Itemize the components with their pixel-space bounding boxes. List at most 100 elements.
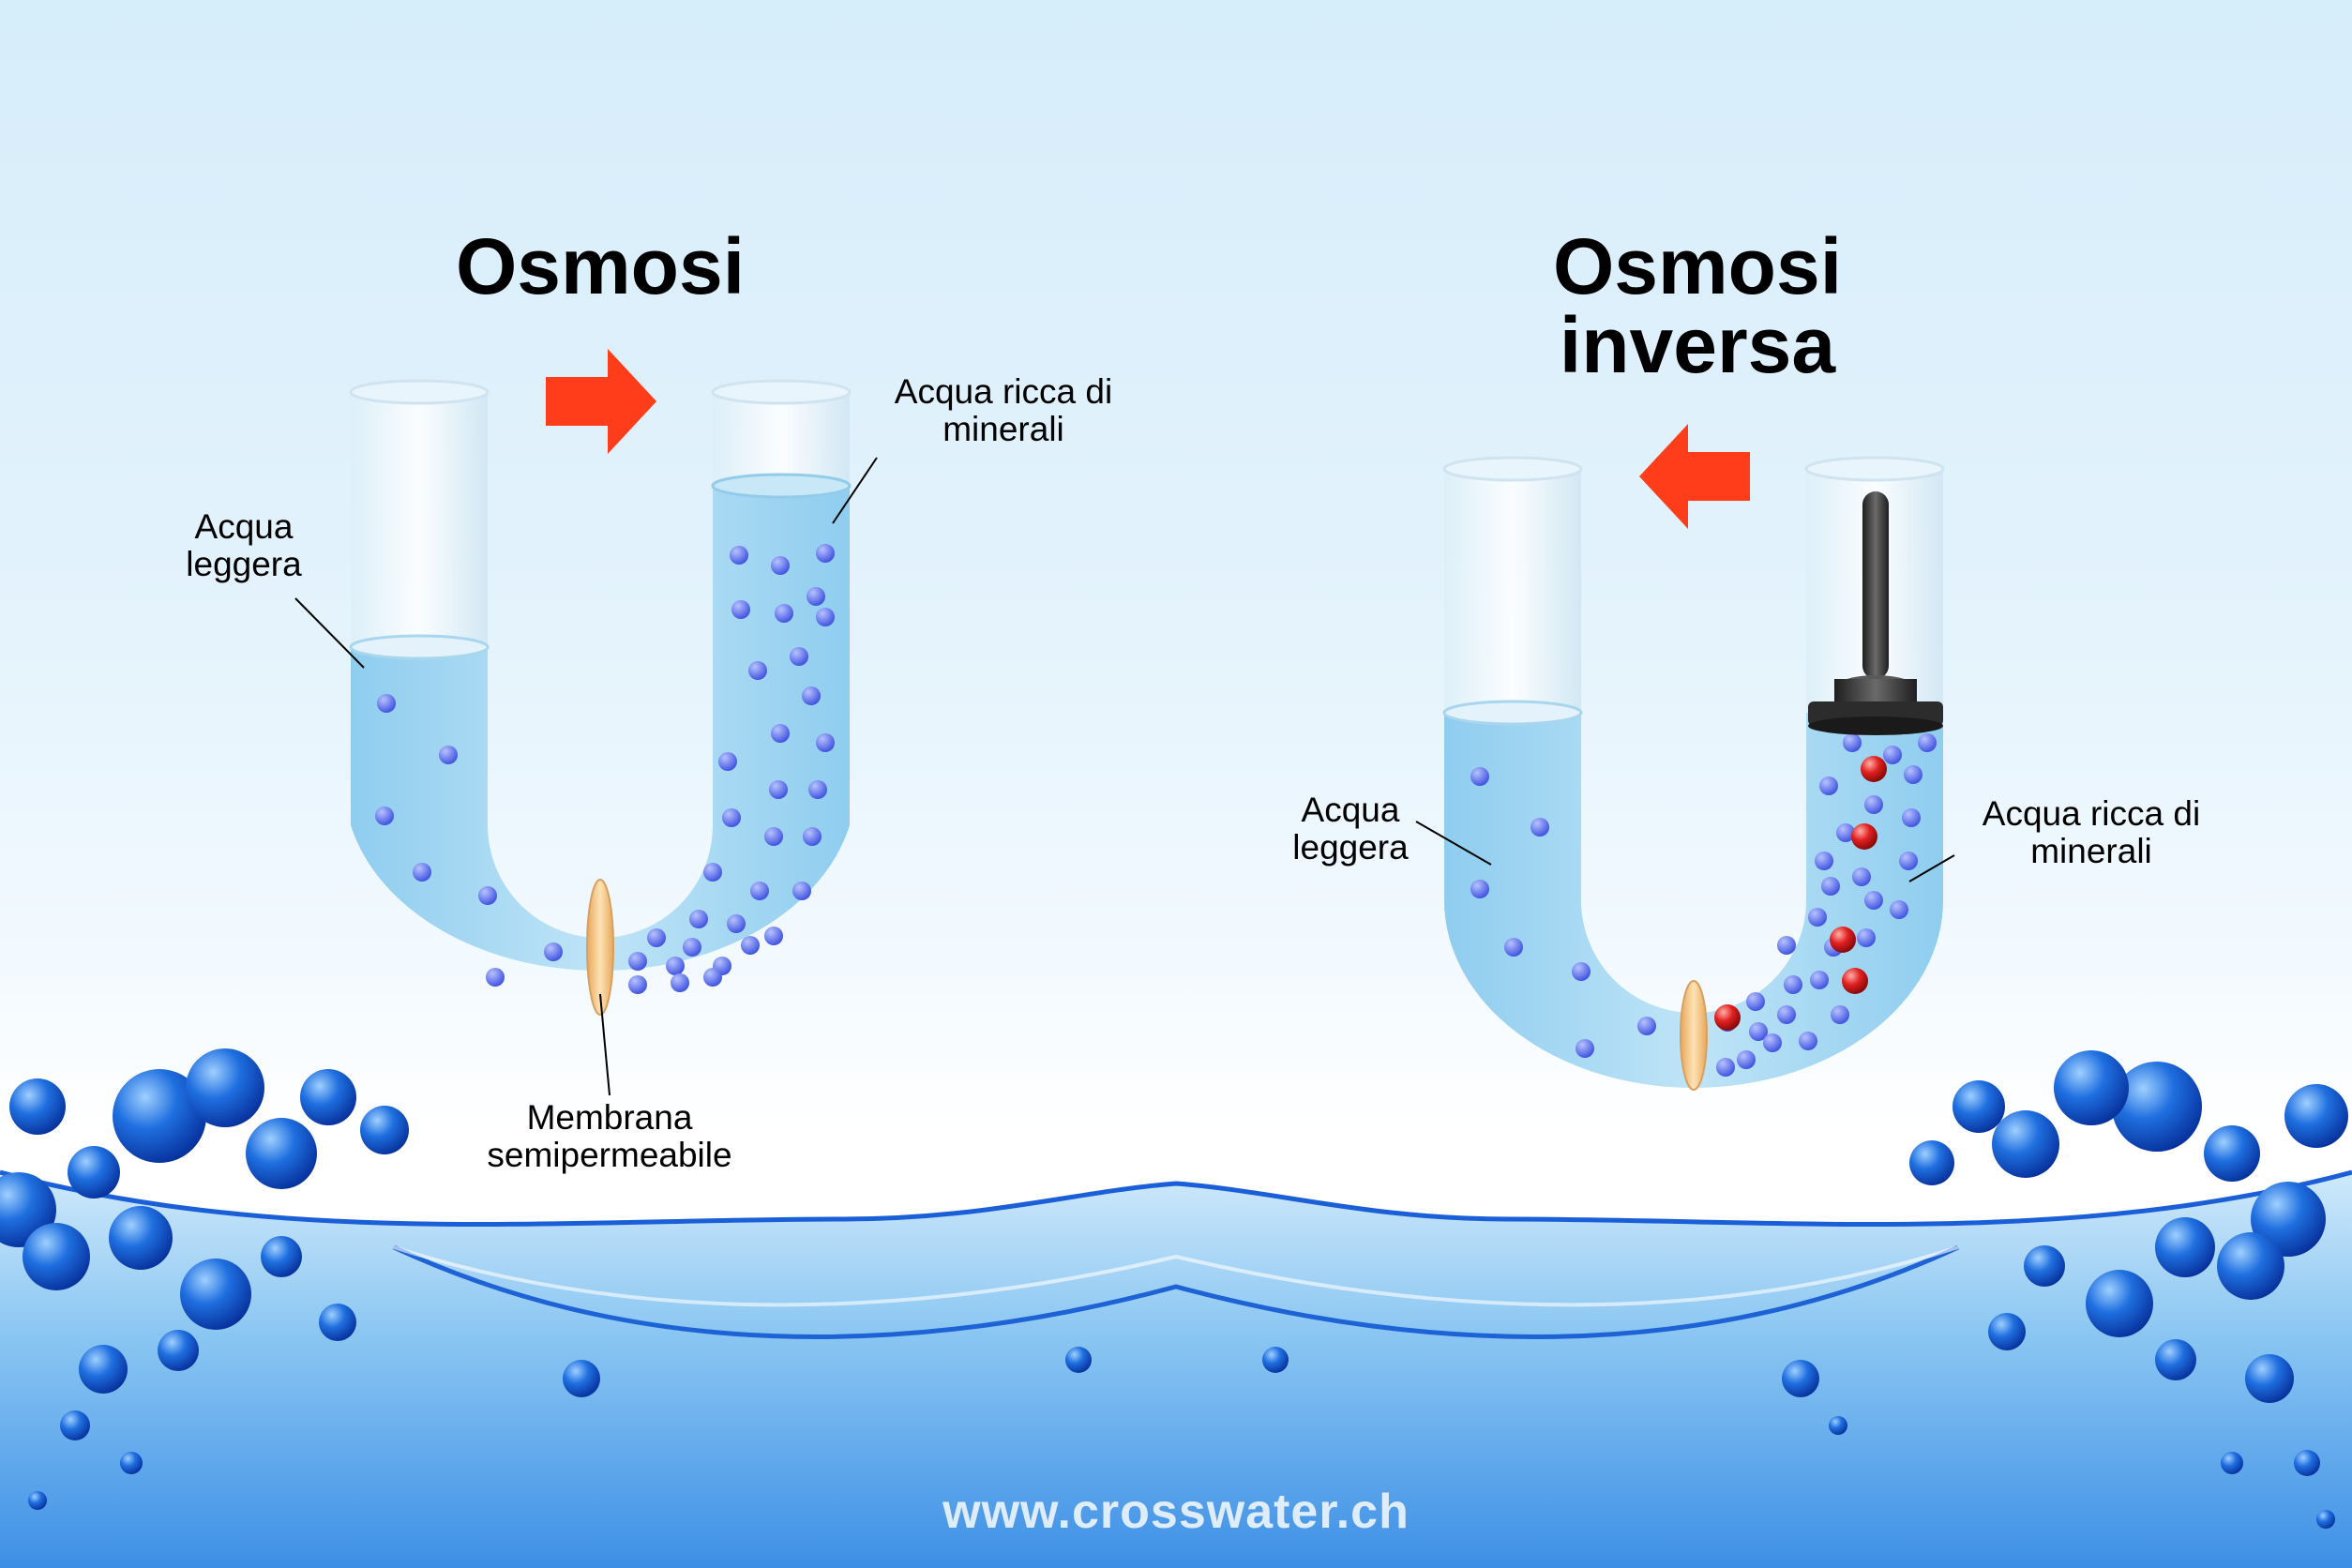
water-bubble — [9, 1078, 66, 1135]
water-bubble — [2024, 1245, 2065, 1287]
reverse-osmosis-title: Osmosi inversa — [1463, 227, 1932, 384]
semipermeable-membrane — [586, 879, 614, 1016]
leader-line-rich-water-reverse — [1908, 854, 1955, 882]
water-wave-decoration — [0, 1169, 2352, 1568]
water-molecule — [1637, 1017, 1656, 1035]
water-bubble — [2204, 1125, 2260, 1182]
water-molecule — [731, 600, 750, 619]
reverse-rich-water-label: Acqua ricca di minerali — [1932, 795, 2251, 870]
mineral-molecule — [1830, 927, 1856, 953]
water-molecule — [1572, 962, 1591, 981]
water-molecule — [1749, 1022, 1768, 1041]
reverse-osmosis-u-tube — [1442, 456, 1945, 1091]
water-molecule — [666, 957, 685, 975]
water-molecule — [703, 863, 722, 882]
water-molecule — [816, 608, 835, 626]
water-bubble — [180, 1259, 251, 1330]
water-bubble — [1988, 1313, 2026, 1350]
water-molecule — [1470, 880, 1489, 898]
osmosis-rich-water-label: Acqua ricca di minerali — [844, 373, 1163, 448]
water-molecule — [478, 886, 497, 905]
water-molecule — [1899, 852, 1918, 870]
water-molecule — [769, 780, 788, 799]
water-bubble — [28, 1491, 47, 1510]
water-molecule — [816, 733, 835, 752]
water-molecule — [1902, 808, 1921, 827]
water-molecule — [647, 928, 666, 947]
reverse-light-water-label: Acqua leggera — [1247, 792, 1454, 867]
website-watermark[interactable]: www.crosswater.ch — [942, 1485, 1410, 1539]
water-molecule — [1530, 818, 1549, 837]
water-bubble — [1992, 1110, 2059, 1178]
osmosis-light-water-label: Acqua leggera — [141, 508, 347, 583]
water-bubble — [1909, 1140, 1954, 1185]
label-line: leggera — [1292, 828, 1409, 867]
water-molecule — [1504, 938, 1523, 957]
water-molecule — [722, 808, 741, 827]
water-molecule — [1716, 1058, 1735, 1077]
reverse-osmosis-molecules — [1470, 733, 1937, 1077]
water-molecule — [1864, 891, 1883, 910]
leader-line-membrane — [599, 993, 611, 1096]
water-molecule — [671, 973, 689, 992]
water-molecule — [377, 694, 396, 713]
water-bubble — [186, 1048, 264, 1127]
water-bubble — [360, 1106, 409, 1154]
water-molecule — [1904, 765, 1922, 784]
leader-line-light-water-reverse — [1415, 821, 1492, 866]
water-molecule — [741, 936, 760, 955]
water-molecule — [764, 927, 783, 945]
water-molecule — [1836, 823, 1855, 842]
osmosis-molecules — [375, 544, 835, 994]
water-bubble — [2245, 1354, 2294, 1403]
water-molecule — [375, 807, 394, 825]
water-bubble — [60, 1410, 90, 1440]
mineral-molecule — [1842, 968, 1868, 994]
water-bubble — [2316, 1510, 2335, 1529]
water-bubble — [2155, 1339, 2196, 1380]
leader-line-rich-water — [832, 457, 878, 524]
water-bubble — [2217, 1232, 2284, 1300]
water-molecule — [1864, 795, 1883, 814]
water-molecule — [764, 827, 783, 846]
leader-line-light-water — [294, 597, 365, 669]
water-molecule — [1857, 928, 1876, 947]
mineral-molecule — [1861, 756, 1887, 782]
water-bubble — [2251, 1182, 2326, 1257]
water-bubble — [2155, 1217, 2215, 1277]
membrane-label: Membrana semipermeabile — [450, 1099, 769, 1174]
water-bubble — [79, 1345, 128, 1394]
water-molecule — [1799, 1032, 1817, 1050]
water-bubble — [1065, 1347, 1092, 1373]
water-molecule — [730, 546, 748, 565]
osmosis-title: Osmosi — [413, 227, 788, 306]
water-molecule — [1883, 746, 1902, 764]
water-bubble — [2221, 1452, 2243, 1474]
water-bubble — [2054, 1050, 2129, 1125]
water-molecule — [413, 863, 431, 882]
label-line: minerali — [942, 410, 1064, 448]
water-bubble — [261, 1236, 302, 1277]
water-molecule — [544, 942, 563, 961]
water-molecule — [689, 910, 708, 928]
reverse-osmosis-title-line-2: inversa — [1559, 301, 1836, 389]
water-molecule — [750, 882, 769, 900]
water-molecule — [628, 975, 647, 994]
label-line: leggera — [186, 545, 302, 583]
arrow-left-icon — [1639, 424, 1750, 529]
water-bubble — [2284, 1084, 2348, 1148]
water-molecule — [628, 952, 647, 971]
water-molecule — [1746, 992, 1765, 1011]
water-molecule — [1470, 767, 1489, 786]
water-bubble — [246, 1118, 317, 1189]
water-molecule — [1815, 852, 1833, 870]
water-molecule — [816, 544, 835, 563]
water-molecule — [1890, 900, 1908, 919]
water-molecule — [1777, 936, 1796, 955]
water-molecule — [1763, 1033, 1782, 1052]
water-molecule — [1819, 776, 1838, 795]
water-molecule — [1843, 733, 1862, 752]
water-molecule — [771, 724, 790, 743]
label-line: semipermeabile — [487, 1136, 732, 1174]
